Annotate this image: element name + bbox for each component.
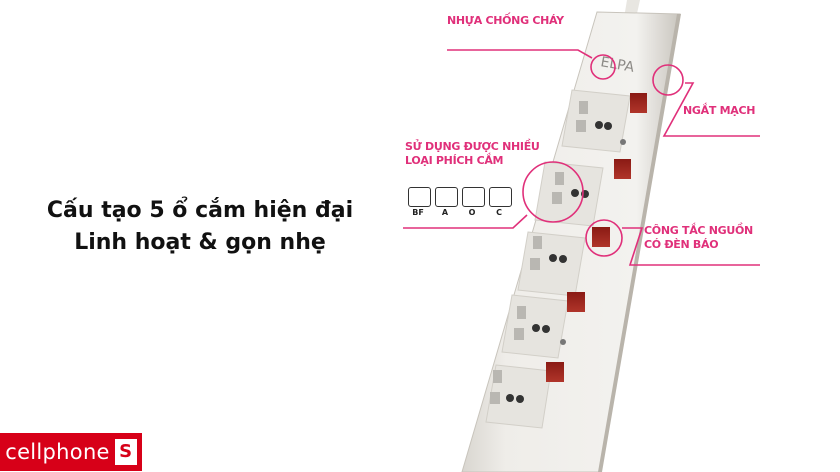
switch-3 <box>592 227 610 247</box>
callout-breaker: NGẮT MẠCH <box>683 104 756 117</box>
plug-type-c-icon <box>489 187 512 207</box>
plug-type-label: BF <box>412 208 424 217</box>
headline-line-1: Cấu tạo 5 ổ cắm hiện đại <box>46 198 354 223</box>
switch-2 <box>614 159 631 179</box>
plug-type-label: O <box>468 208 476 217</box>
outlet-1 <box>561 89 647 153</box>
headline-line-2: Linh hoạt & gọn nhẹ <box>74 230 326 255</box>
headline: Cấu tạo 5 ổ cắm hiện đại Linh hoạt & gọn… <box>30 195 370 259</box>
callout-switch-line-1: CÔNG TẮC NGUỒN <box>644 224 753 237</box>
callout-line-plug <box>403 214 528 229</box>
switch-4 <box>567 292 585 312</box>
callout-switch-line-2: CÓ ĐÈN BÁO <box>644 238 719 251</box>
switch-5 <box>546 362 564 382</box>
callout-multi-plug-line-2: LOẠI PHÍCH CẮM <box>405 154 504 167</box>
outlet-4 <box>501 292 585 359</box>
callout-fire-resistant: NHỰA CHỐNG CHÁY <box>447 14 564 27</box>
plug-type-label: A <box>441 208 449 217</box>
plug-type-label: C <box>496 208 502 217</box>
logo-text: cellphone <box>5 440 110 464</box>
logo-s-mark: S <box>114 439 137 465</box>
callout-line-fire <box>447 49 593 59</box>
callout-multi-plug-line-1: SỬ DỤNG ĐƯỢC NHIỀU <box>405 140 540 153</box>
callout-multi-plug: SỬ DỤNG ĐƯỢC NHIỀU LOẠI PHÍCH CẮM <box>405 140 540 168</box>
outlet-5 <box>485 362 564 429</box>
callout-line-breaker <box>662 82 760 137</box>
plug-type-bf-icon <box>408 187 431 207</box>
callout-line-switch <box>622 227 760 266</box>
plug-type-a-icon <box>435 187 458 207</box>
outlet-3 <box>517 227 610 297</box>
callout-switch: CÔNG TẮC NGUỒN CÓ ĐÈN BÁO <box>644 224 753 252</box>
brand-logo: ELPA <box>599 54 635 76</box>
plug-type-o-icon <box>462 187 485 207</box>
switch-1 <box>630 93 647 113</box>
